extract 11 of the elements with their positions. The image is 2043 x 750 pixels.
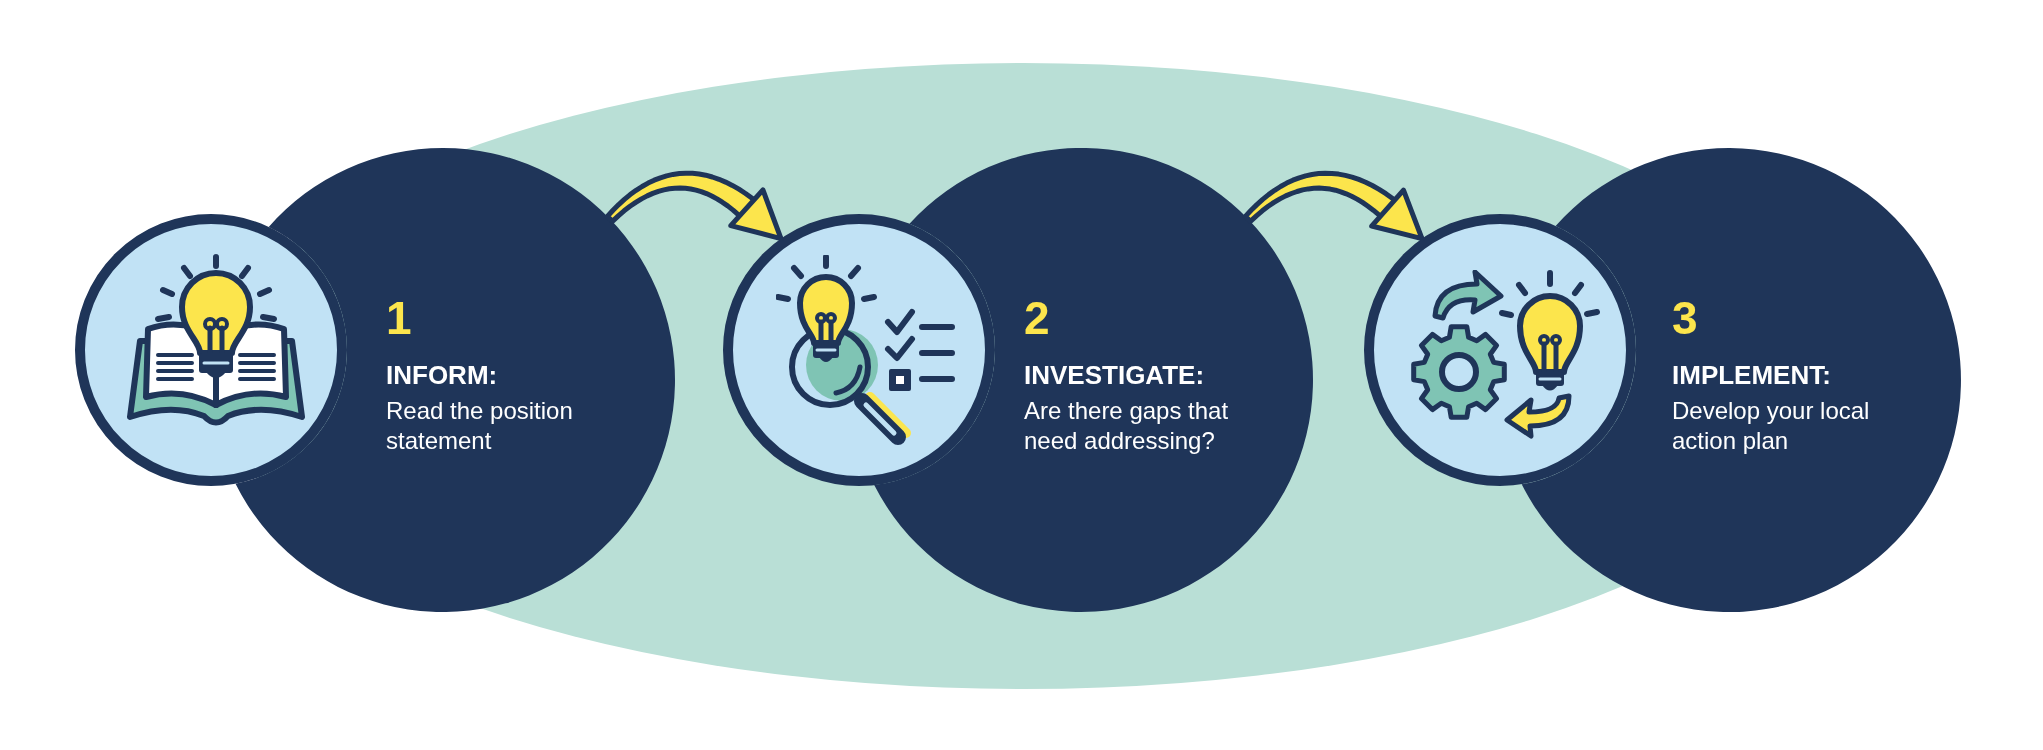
- step-heading: IMPLEMENT:: [1672, 362, 1831, 388]
- step-number: 3: [1672, 295, 1698, 341]
- step-heading: INVESTIGATE:: [1024, 362, 1205, 388]
- curved-arrow: [604, 170, 784, 242]
- step-description: Are there gaps that need addressing?: [1024, 396, 1230, 456]
- step-heading: INFORM:: [386, 362, 498, 388]
- step-number: 1: [386, 295, 412, 341]
- step-description: Develop your local action plan: [1672, 396, 1871, 456]
- step-number: 2: [1024, 295, 1050, 341]
- step-description: Read the position statement: [386, 396, 574, 456]
- curved-arrow: [1242, 170, 1425, 242]
